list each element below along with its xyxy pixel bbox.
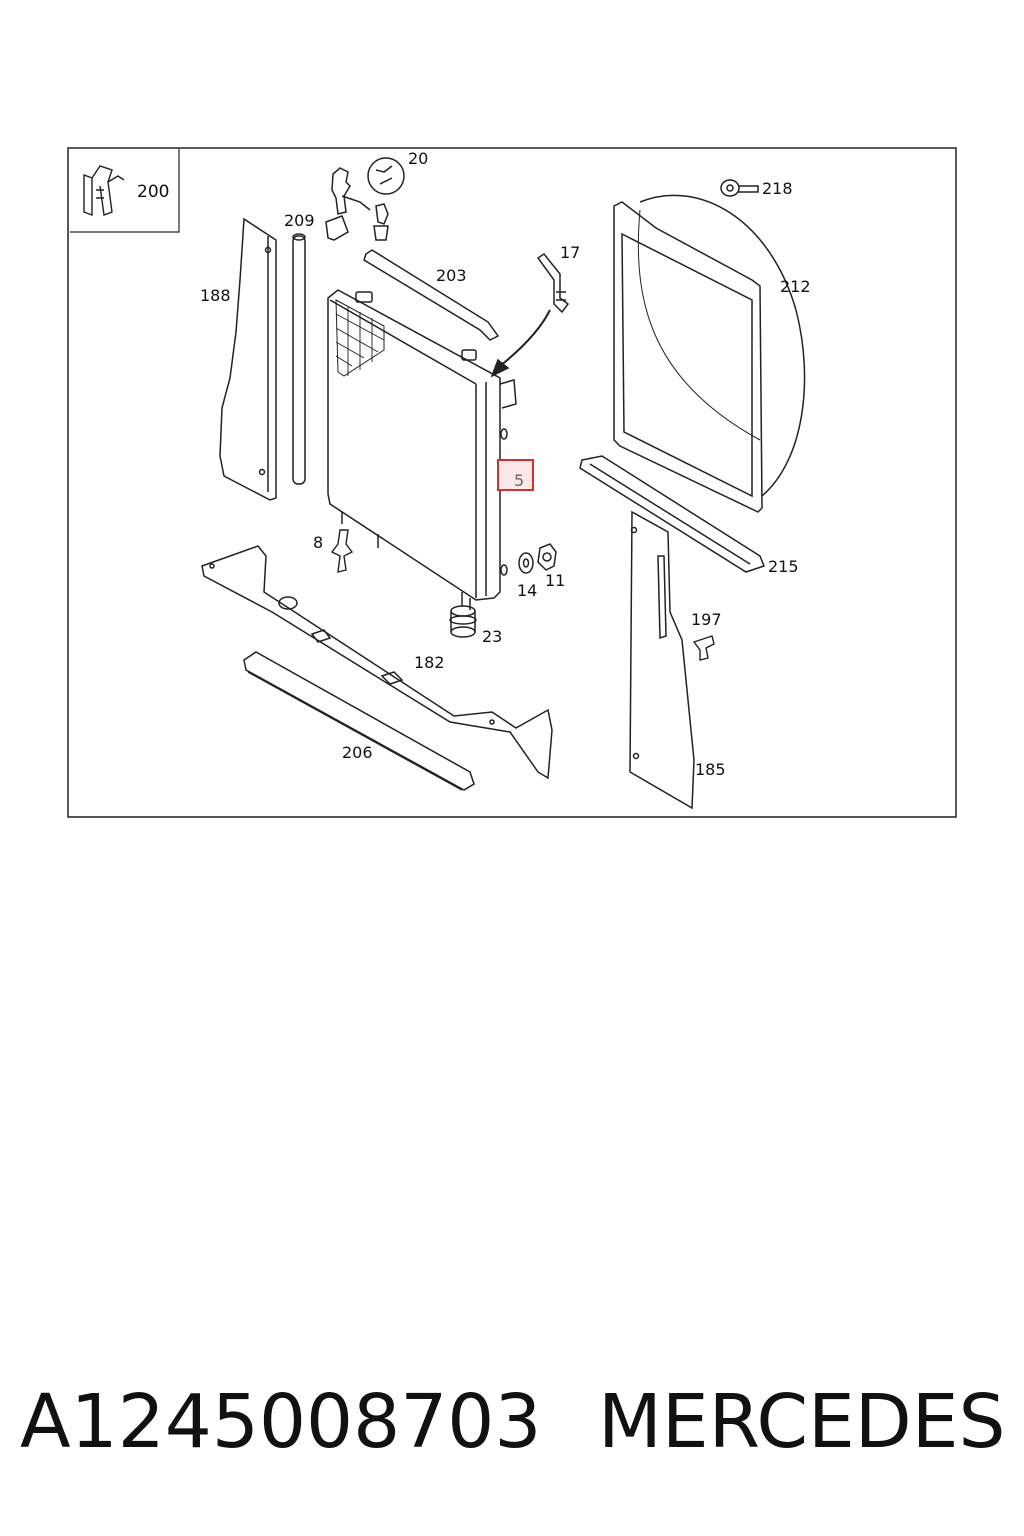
part-206-strip <box>243 651 475 791</box>
brand-name: MERCEDES <box>598 1379 1006 1465</box>
callout-206: 206 <box>342 743 373 762</box>
callout-215: 215 <box>768 557 799 576</box>
part-17-fitting <box>490 252 570 378</box>
part-8-clip <box>330 529 354 573</box>
callout-8: 8 <box>313 533 323 552</box>
part-182-crossmember <box>201 545 553 780</box>
callout-218: 218 <box>762 179 793 198</box>
part-185-side-panel <box>629 510 695 810</box>
part-number: A1245008703 <box>20 1379 542 1465</box>
callout-11: 11 <box>545 571 565 590</box>
part-197-push-clip <box>692 635 715 661</box>
highlighted-label: 5 <box>514 471 524 490</box>
callout-188: 188 <box>200 286 231 305</box>
clip-icon <box>83 165 125 217</box>
callout-182: 182 <box>414 653 445 672</box>
callout-185: 185 <box>695 760 726 779</box>
part-23-grommet <box>449 605 477 638</box>
callout-20: 20 <box>408 149 428 168</box>
inset-label: 200 <box>137 182 169 202</box>
callout-209: 209 <box>284 211 315 230</box>
inset-box: 200 <box>70 149 180 233</box>
part-14-washer <box>518 552 534 574</box>
callout-23: 23 <box>482 627 502 646</box>
part-203-strip <box>363 249 500 341</box>
part-212-fan-shroud <box>613 194 806 513</box>
diagram-frame <box>67 147 957 818</box>
callout-212: 212 <box>780 277 811 296</box>
part-188-side-panel <box>219 217 277 501</box>
part-218-screw <box>720 179 759 197</box>
part-11-nut <box>537 543 557 571</box>
callout-17: 17 <box>560 243 580 262</box>
part-5-radiator <box>327 289 517 610</box>
part-215-rail <box>579 455 765 573</box>
part-20-clips <box>325 157 405 241</box>
part-209-rod <box>292 233 306 485</box>
highlight-box <box>497 459 534 491</box>
parts-diagram: 200 20 209 188 203 17 <box>67 147 957 818</box>
callout-14: 14 <box>517 581 537 600</box>
callout-203: 203 <box>436 266 467 285</box>
callout-197: 197 <box>691 610 722 629</box>
